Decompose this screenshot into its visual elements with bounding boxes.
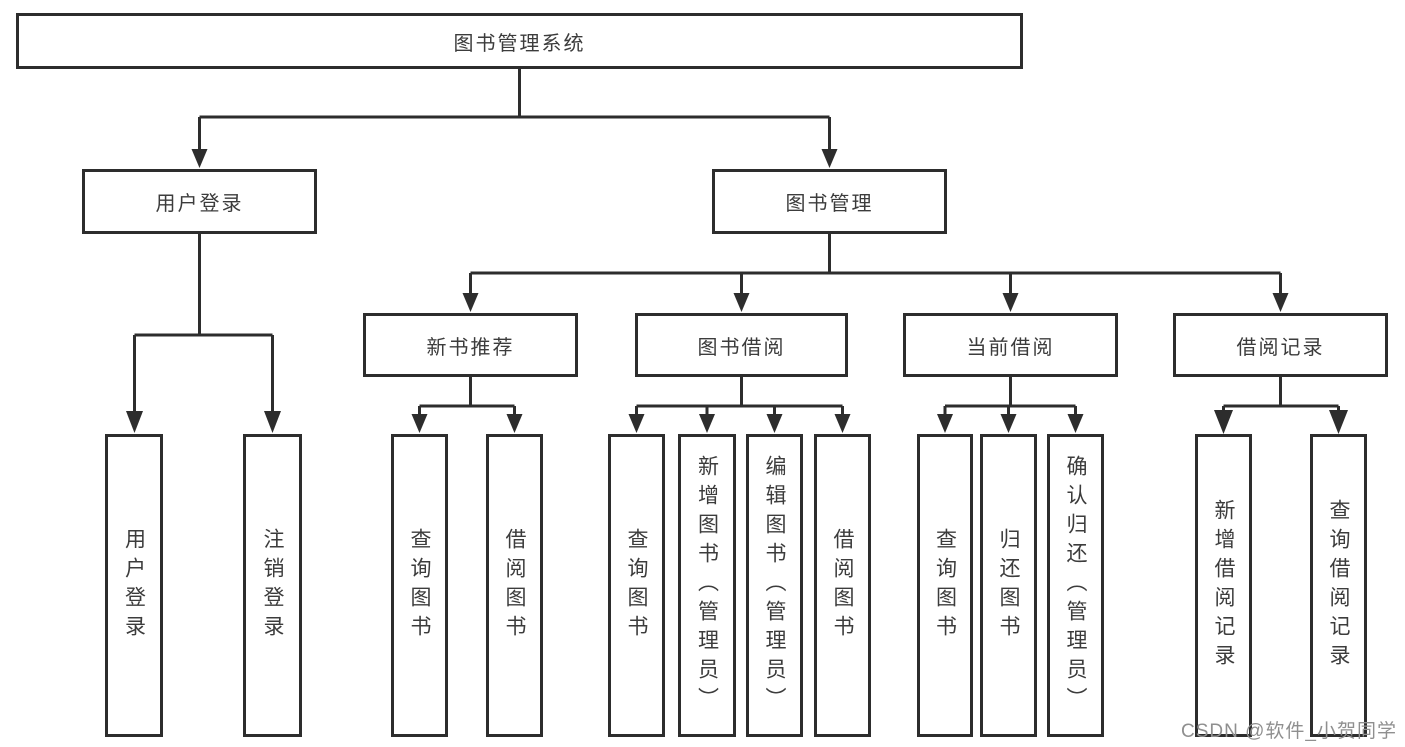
node-user-login-label: 用户登录 — [155, 193, 244, 215]
leaf-current-query-book-label: 查询图书 — [933, 527, 957, 644]
arrowheads — [126, 149, 1348, 434]
node-current-borrowing: 当前借阅 — [903, 313, 1118, 377]
node-new-book-recommend: 新书推荐 — [363, 313, 578, 377]
leaf-recommend-borrow-book: 借阅图书 — [486, 434, 543, 737]
leaf-query-borrow-record-label: 查询借阅记录 — [1327, 498, 1350, 673]
leaf-add-book-admin-label: 新增图书（管理员） — [695, 455, 719, 716]
leaf-add-borrow-record: 新增借阅记录 — [1195, 434, 1252, 737]
leaf-borrowing-query-book: 查询图书 — [608, 434, 665, 737]
node-book-borrowing-label: 图书借阅 — [697, 336, 786, 359]
leaf-logout: 注销登录 — [243, 434, 302, 737]
leaf-add-borrow-record-label: 新增借阅记录 — [1212, 498, 1235, 673]
leaf-confirm-return-admin: 确认归还（管理员） — [1047, 434, 1104, 737]
node-root-system: 图书管理系统 — [16, 13, 1023, 69]
leaf-user-login-label: 用户登录 — [122, 527, 146, 644]
leaf-current-query-book: 查询图书 — [917, 434, 973, 737]
leaf-logout-label: 注销登录 — [261, 527, 284, 644]
leaf-confirm-return-admin-label: 确认归还（管理员） — [1064, 455, 1087, 716]
leaf-borrowing-borrow-book: 借阅图书 — [814, 434, 871, 737]
node-new-book-recommend-label: 新书推荐 — [426, 336, 515, 359]
node-current-borrowing-label: 当前借阅 — [966, 336, 1055, 359]
leaf-return-book: 归还图书 — [980, 434, 1037, 737]
node-user-login: 用户登录 — [82, 169, 317, 234]
node-borrowing-records-label: 借阅记录 — [1236, 336, 1325, 359]
leaf-add-book-admin: 新增图书（管理员） — [678, 434, 736, 737]
node-root-system-label: 图书管理系统 — [453, 32, 586, 55]
leaf-user-login: 用户登录 — [105, 434, 163, 737]
leaf-return-book-label: 归还图书 — [997, 527, 1020, 644]
leaf-borrowing-query-book-label: 查询图书 — [625, 527, 648, 644]
leaf-edit-book-admin: 编辑图书（管理员） — [746, 434, 803, 737]
node-borrowing-records: 借阅记录 — [1173, 313, 1388, 377]
leaf-recommend-borrow-book-label: 借阅图书 — [503, 527, 526, 644]
node-book-management-label: 图书管理 — [785, 193, 874, 215]
leaf-borrowing-borrow-book-label: 借阅图书 — [831, 527, 854, 644]
node-book-borrowing: 图书借阅 — [635, 313, 848, 377]
node-book-management: 图书管理 — [712, 169, 947, 234]
leaf-edit-book-admin-label: 编辑图书（管理员） — [763, 455, 786, 716]
leaf-query-borrow-record: 查询借阅记录 — [1310, 434, 1367, 737]
leaf-recommend-query-book-label: 查询图书 — [408, 527, 431, 644]
leaf-recommend-query-book: 查询图书 — [391, 434, 448, 737]
